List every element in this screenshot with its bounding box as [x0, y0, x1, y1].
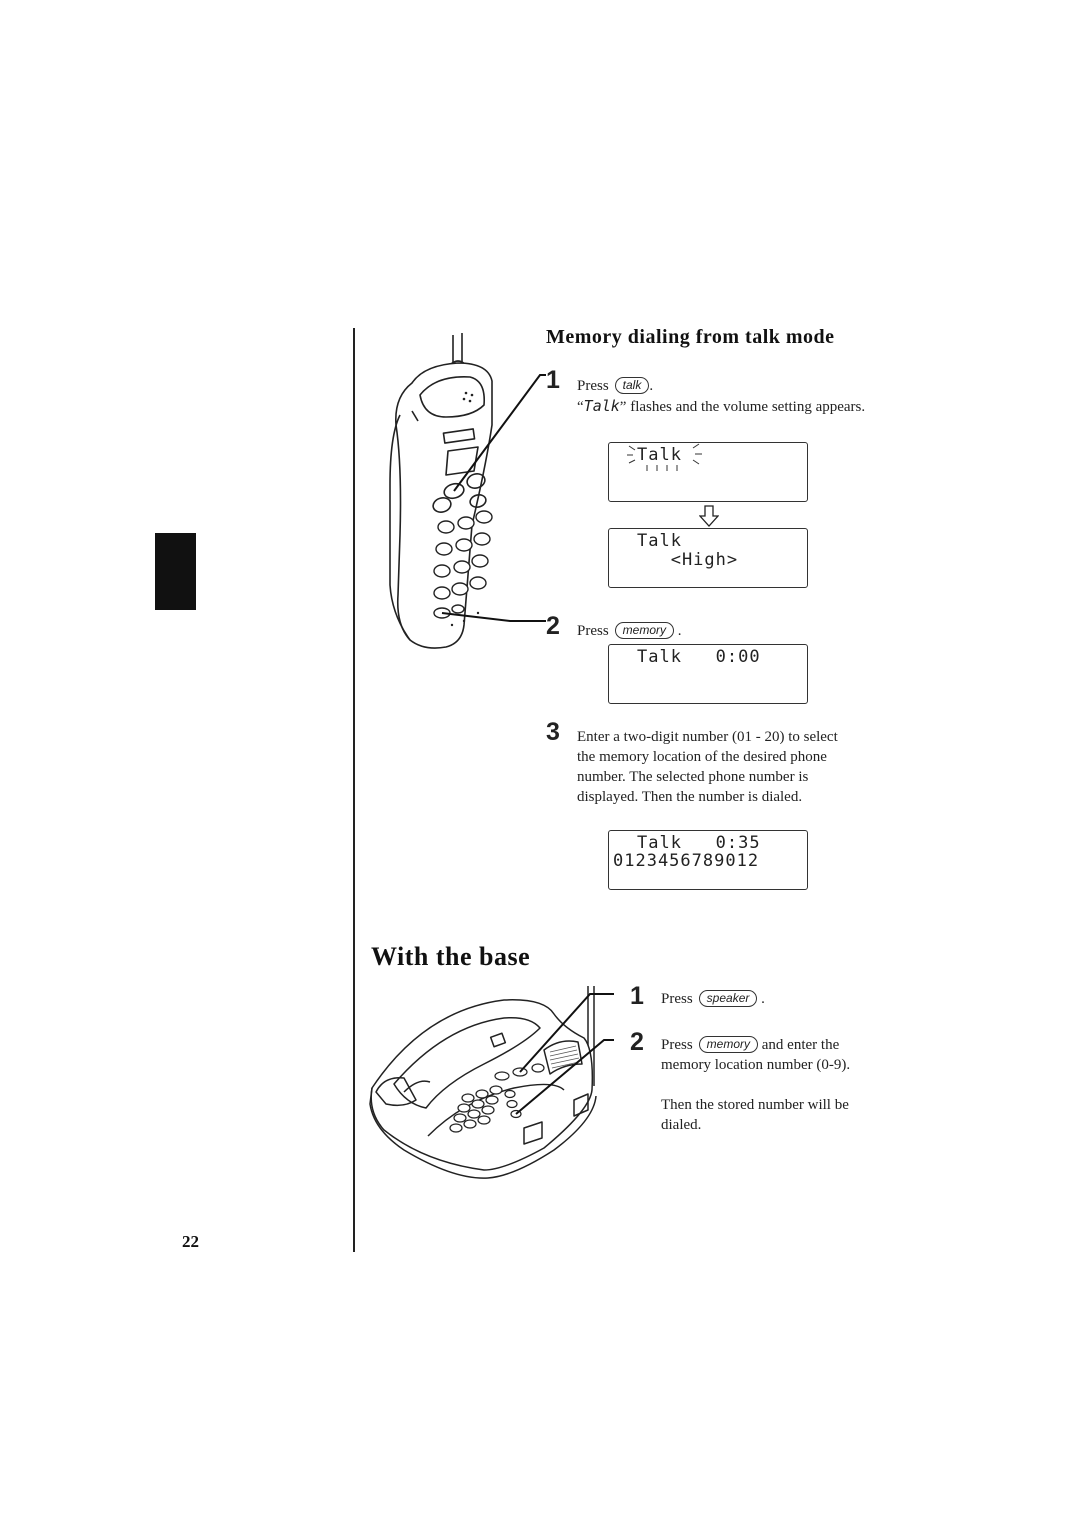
base-step-2-extra: Then the stored number will be dialed. [661, 1097, 849, 1133]
base-unit-illustration [369, 986, 614, 1179]
period: . [761, 991, 765, 1007]
step-2-tail: and enter the memory location number (0-… [661, 1037, 851, 1073]
base-step-2-instruction: Press memory and enter the memory locatio… [661, 1035, 861, 1075]
lcd-display-talk-timer: Talk 0:00 [608, 644, 808, 704]
step-3-text: Enter a two-digit number (01 - 20) to se… [577, 729, 838, 805]
talk-lcd-text: Talk [583, 397, 620, 415]
with-the-base-heading: With the base [371, 942, 531, 971]
lcd-line-1: Talk [637, 445, 682, 465]
period: . [649, 378, 654, 394]
section-title: Memory dialing from talk mode [546, 326, 835, 348]
base-step-number-1: 1 [630, 982, 644, 1010]
chapter-tab-marker [155, 533, 196, 610]
page-number: 22 [182, 1232, 199, 1251]
step-number-2: 2 [546, 612, 560, 640]
lcd-display-talk-number: Talk 0:35 0123456789012 [608, 830, 808, 890]
period: . [677, 623, 682, 639]
lcd-line-2: 0123456789012 [613, 851, 760, 871]
talk-key: talk [614, 377, 650, 394]
step-number-3: 3 [546, 718, 560, 746]
down-arrow-icon [699, 505, 719, 527]
step-1-note: “Talk” flashes and the volume setting ap… [577, 397, 866, 415]
lcd-display-talk-flashing: Talk [608, 442, 808, 502]
base-step-number-2: 2 [630, 1028, 644, 1056]
lcd-line-1: Talk 0:35 [637, 833, 761, 853]
lcd-line-1: Talk 0:00 [637, 647, 761, 667]
lcd-line-1: Talk [637, 531, 682, 551]
cordless-handset-illustration [389, 333, 546, 649]
speaker-key: speaker [698, 990, 758, 1007]
memory-key: memory [614, 622, 675, 639]
column-divider [353, 328, 355, 1252]
lcd-display-talk-high: Talk <High> [608, 528, 808, 588]
step-1-instruction: Press talk. [577, 376, 653, 396]
press-label: Press [661, 991, 693, 1007]
step-2-instruction: Press memory . [577, 621, 682, 641]
press-label: Press [577, 378, 609, 394]
press-label: Press [661, 1037, 693, 1053]
lcd-line-2: <High> [637, 550, 739, 570]
memory-key: memory [698, 1036, 759, 1053]
step-number-1: 1 [546, 366, 560, 394]
press-label: Press [577, 623, 609, 639]
flash-rays-icon [627, 443, 702, 471]
base-step-1-instruction: Press speaker . [661, 989, 765, 1009]
